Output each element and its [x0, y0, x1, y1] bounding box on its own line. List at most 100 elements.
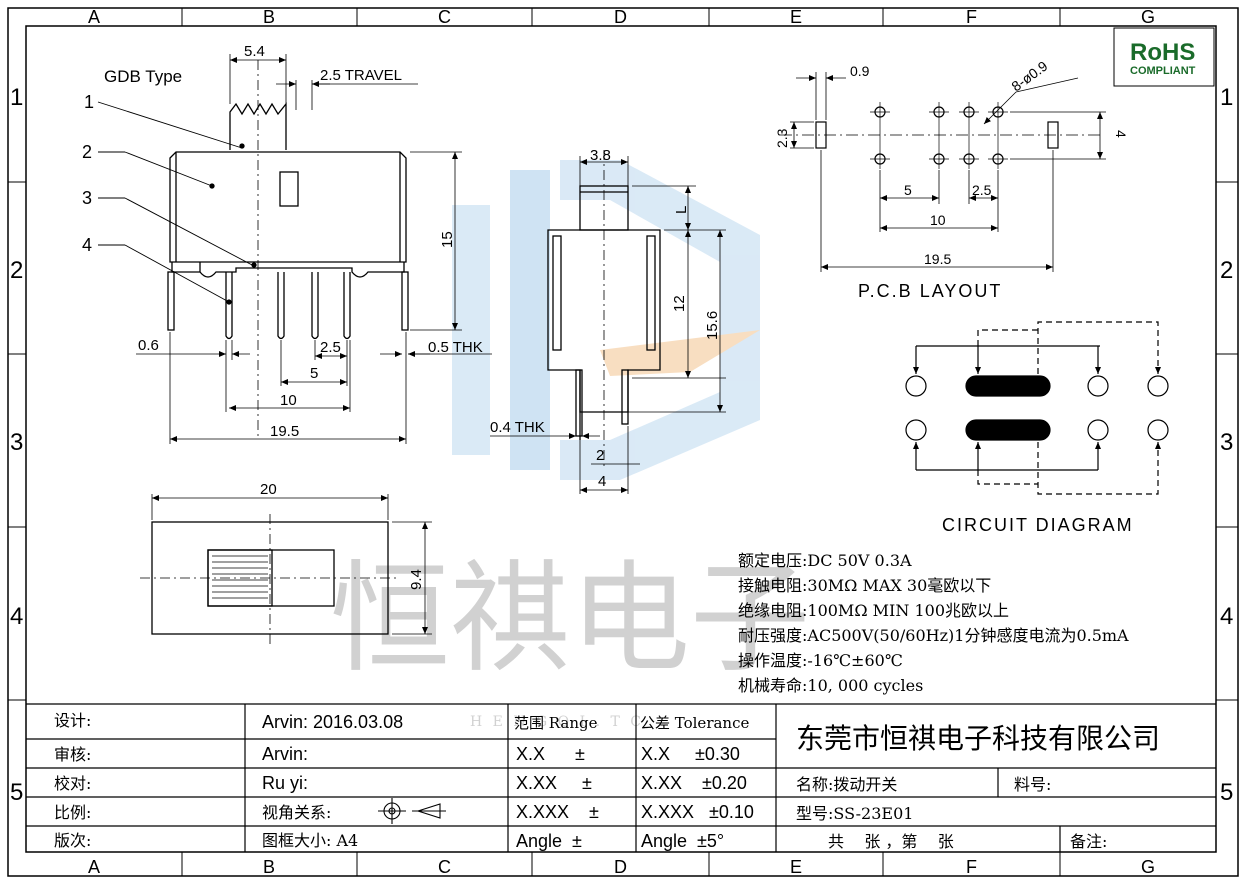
- col-label: D: [614, 7, 627, 27]
- tb-value-size: 图框大小: A4: [262, 831, 358, 850]
- watermark-logo: [452, 160, 760, 480]
- col-label: B: [263, 857, 275, 877]
- row-label: 3: [1220, 429, 1233, 456]
- row-label: 2: [10, 257, 23, 284]
- tb-part-name: 名称:拨动开关: [796, 775, 897, 794]
- tb-tolerance: X.XX ±0.20: [641, 773, 747, 793]
- col-label: F: [966, 7, 977, 27]
- tb-range: X.X ±: [516, 744, 585, 764]
- dim-label: 15: [439, 231, 456, 248]
- dim-label: 0.5 THK: [428, 339, 483, 356]
- col-label: G: [1141, 7, 1155, 27]
- watermark-subtext: H E N G Q I . T C: [470, 714, 644, 730]
- row-label: 1: [1220, 84, 1233, 111]
- dim-label: 2.5: [320, 339, 341, 356]
- callout-4: 4: [82, 235, 92, 255]
- inner-frame: [25, 25, 1217, 853]
- dim-label: 15.6: [704, 311, 721, 340]
- tb-value-checker: Ru yi:: [262, 773, 308, 793]
- row-label: 5: [10, 779, 23, 806]
- pcb-layout: [780, 72, 1106, 272]
- watermark-text: 恒祺电子: [330, 550, 810, 689]
- spec-list: 额定电压:DC 50V 0.3A 接触电阻:30MΩ MAX 30毫欧以下 绝缘…: [738, 551, 1129, 695]
- tb-label: 版次:: [54, 831, 91, 850]
- col-label: E: [790, 857, 802, 877]
- callout-1: 1: [84, 92, 94, 112]
- col-label: E: [790, 7, 802, 27]
- dim-label: L: [673, 206, 690, 214]
- spec-line: 耐压强度:AC500V(50/60Hz)1分钟感度电流为0.5mA: [738, 626, 1129, 645]
- svg-text:COMPLIANT: COMPLIANT: [1130, 65, 1196, 77]
- spec-line: 接触电阻:30MΩ MAX 30毫欧以下: [738, 576, 991, 595]
- tb-notes: 备注:: [1070, 832, 1107, 851]
- tb-value-projection: 视角关系:: [262, 803, 331, 822]
- dim-label: 5: [904, 182, 912, 198]
- title-block: [26, 703, 1216, 852]
- tb-model: 型号:SS-23E01: [796, 804, 913, 823]
- tb-label: 设计:: [54, 711, 91, 730]
- rohs-badge: RoHS COMPLIANT: [1113, 27, 1215, 87]
- tb-tolerance: X.XXX ±0.10: [641, 802, 754, 822]
- tb-range: X.XX ±: [516, 773, 592, 793]
- outer-frame: [7, 7, 1239, 877]
- dim-label: 9.4: [408, 569, 425, 590]
- col-label: C: [438, 7, 451, 27]
- callout-2: 2: [82, 142, 92, 162]
- spec-line: 额定电压:DC 50V 0.3A: [738, 551, 912, 570]
- col-label: C: [438, 857, 451, 877]
- tb-label: 比例:: [54, 803, 91, 822]
- svg-text:RoHS: RoHS: [1130, 39, 1195, 66]
- dim-label: 10: [280, 392, 297, 409]
- zone-ticks: [8, 8, 1238, 876]
- col-label: A: [88, 857, 100, 877]
- col-label: B: [263, 7, 275, 27]
- col-label: A: [88, 7, 100, 27]
- dim-label: 0.9: [850, 63, 870, 79]
- tb-value-reviewer: Arvin:: [262, 744, 308, 764]
- dim-label: 20: [260, 481, 277, 498]
- tb-sheet: 共 张 ，第 张: [828, 832, 954, 851]
- col-label: D: [614, 857, 627, 877]
- tb-tolerance: Angle ±5°: [641, 831, 724, 851]
- spec-line: 操作温度:-16℃±60℃: [738, 651, 903, 670]
- dim-label: 19.5: [924, 251, 951, 267]
- dim-label: 5.4: [244, 43, 265, 60]
- dim-label: 0.6: [138, 337, 159, 354]
- tb-value-designer: Arvin: 2016.03.08: [262, 712, 403, 732]
- tb-part-number: 料号:: [1014, 775, 1051, 794]
- tb-label: 校对:: [54, 774, 91, 793]
- dim-label: 0.4 THK: [490, 419, 545, 436]
- circuit-diagram: [905, 321, 1169, 495]
- dim-label: 12: [671, 295, 688, 312]
- spec-line: 绝缘电阻:100MΩ MIN 100兆欧以上: [738, 601, 1009, 620]
- company-name: 东莞市恒祺电子科技有限公司: [796, 722, 1160, 755]
- dim-label: 3.8: [590, 147, 611, 164]
- dim-label: 2.5 TRAVEL: [320, 67, 402, 84]
- type-label: GDB Type: [104, 67, 182, 86]
- tb-range: Angle ±: [516, 831, 582, 851]
- dim-label: 2.5: [972, 182, 992, 198]
- tb-tolerance-header: 公差 Tolerance: [640, 714, 749, 732]
- col-label: G: [1141, 857, 1155, 877]
- row-label: 3: [10, 429, 23, 456]
- dim-label: 2.3: [774, 128, 790, 148]
- tb-range: X.XXX ±: [516, 802, 599, 822]
- dim-label: 5: [310, 365, 318, 382]
- spec-line: 机械寿命:10, 000 cycles: [738, 676, 923, 695]
- dim-label: 4: [1113, 130, 1129, 138]
- col-label: F: [966, 857, 977, 877]
- dim-label: 19.5: [270, 423, 299, 440]
- row-label: 1: [10, 84, 23, 111]
- callout-3: 3: [82, 188, 92, 208]
- row-label: 4: [1220, 603, 1233, 630]
- dim-label: 2: [596, 447, 604, 464]
- projection-symbol: [378, 798, 446, 824]
- tb-label: 审核:: [54, 745, 91, 764]
- pcb-title: P.C.B LAYOUT: [858, 281, 1002, 301]
- tb-tolerance: X.X ±0.30: [641, 744, 740, 764]
- top-view: [140, 494, 432, 644]
- tb-range-header: 范围 Range: [514, 714, 598, 732]
- row-label: 4: [10, 603, 23, 630]
- end-view: [490, 150, 726, 494]
